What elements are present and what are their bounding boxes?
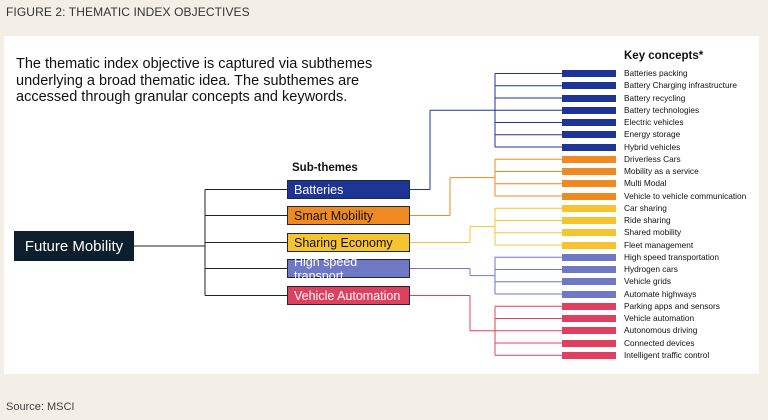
concept-bar xyxy=(562,351,616,359)
concept-bar xyxy=(562,339,616,347)
concept-label: Autonomous driving xyxy=(624,325,698,336)
concept-label: Multi Modal xyxy=(624,178,667,189)
concept-bar xyxy=(562,278,616,286)
concept-label: Shared mobility xyxy=(624,227,682,238)
concept-bar xyxy=(562,143,616,151)
concept-bar xyxy=(562,217,616,224)
concept-label: Driverless Cars xyxy=(624,153,681,164)
connector-lines xyxy=(134,73,562,356)
concept-bar xyxy=(562,253,616,261)
subtheme-label: Vehicle Automation xyxy=(294,288,401,303)
subtheme-label: Sharing Economy xyxy=(294,235,393,250)
concept-bar xyxy=(562,266,616,273)
subthemes-header: Sub-themes xyxy=(292,162,358,174)
concept-bar xyxy=(562,315,616,322)
concept-label: Vehicle grids xyxy=(624,276,672,287)
concept-label: Hybrid vehicles xyxy=(624,141,681,152)
concept-bar xyxy=(562,94,616,102)
concept-label: Battery technologies xyxy=(624,104,700,115)
concept-label: Hydrogen cars xyxy=(624,264,678,274)
concept-bar xyxy=(562,204,616,212)
concept-bar xyxy=(562,180,616,188)
figure-title: FIGURE 2: THEMATIC INDEX OBJECTIVES xyxy=(6,5,250,19)
concept-label: Battery Charging infrastructure xyxy=(624,80,737,91)
diagram-panel: The thematic index objective is captured… xyxy=(4,36,759,374)
concept-label: Vehicle automation xyxy=(624,313,695,323)
concept-label: Parking apps and sensors xyxy=(624,300,720,311)
concept-bar xyxy=(562,70,616,77)
concept-bar xyxy=(562,82,616,90)
subtheme-box: Smart Mobility xyxy=(287,206,410,225)
subtheme-label: Batteries xyxy=(294,182,344,197)
concept-bar xyxy=(562,192,616,200)
concept-bar xyxy=(562,229,616,237)
intro-text: The thematic index objective is captured… xyxy=(16,56,373,105)
concept-bar xyxy=(562,168,616,175)
concept-label: Ride sharing xyxy=(624,215,671,225)
concept-label: Energy storage xyxy=(624,129,681,140)
concept-label: Car sharing xyxy=(624,202,667,213)
subtheme-box: Sharing Economy xyxy=(287,233,410,252)
concept-label: Batteries packing xyxy=(624,68,688,78)
concept-label: Vehicle to vehicle communication xyxy=(624,190,747,201)
subtheme-label: High speed transport xyxy=(294,254,358,283)
source-note: Source: MSCI xyxy=(6,401,75,413)
subtheme-box: High speed transport xyxy=(287,255,410,283)
concept-label: Connected devices xyxy=(624,337,695,348)
concept-label: Electric vehicles xyxy=(624,117,684,127)
concept-label: High speed transportation xyxy=(624,251,720,262)
concept-label: Battery recycling xyxy=(624,92,686,103)
root-theme: Future Mobility xyxy=(14,231,134,261)
concept-label: Mobility as a service xyxy=(624,166,699,176)
concept-label: Fleet management xyxy=(624,239,694,250)
concept-bar xyxy=(562,155,616,163)
concept-bar xyxy=(562,131,616,139)
concept-bar xyxy=(562,241,616,249)
concept-bar xyxy=(562,327,616,335)
concept-bar xyxy=(562,106,616,114)
concept-label: Intelligent traffic control xyxy=(624,349,710,360)
concept-label: Automate highways xyxy=(624,288,697,299)
subtheme-box: Vehicle Automation xyxy=(287,286,410,305)
concepts-header: Key concepts* xyxy=(624,50,704,62)
subtheme-box: Batteries xyxy=(287,180,410,199)
subtheme-label: Smart Mobility xyxy=(294,208,374,223)
concept-bar xyxy=(562,302,616,310)
concept-bar xyxy=(562,119,616,126)
concept-bar xyxy=(562,290,616,298)
